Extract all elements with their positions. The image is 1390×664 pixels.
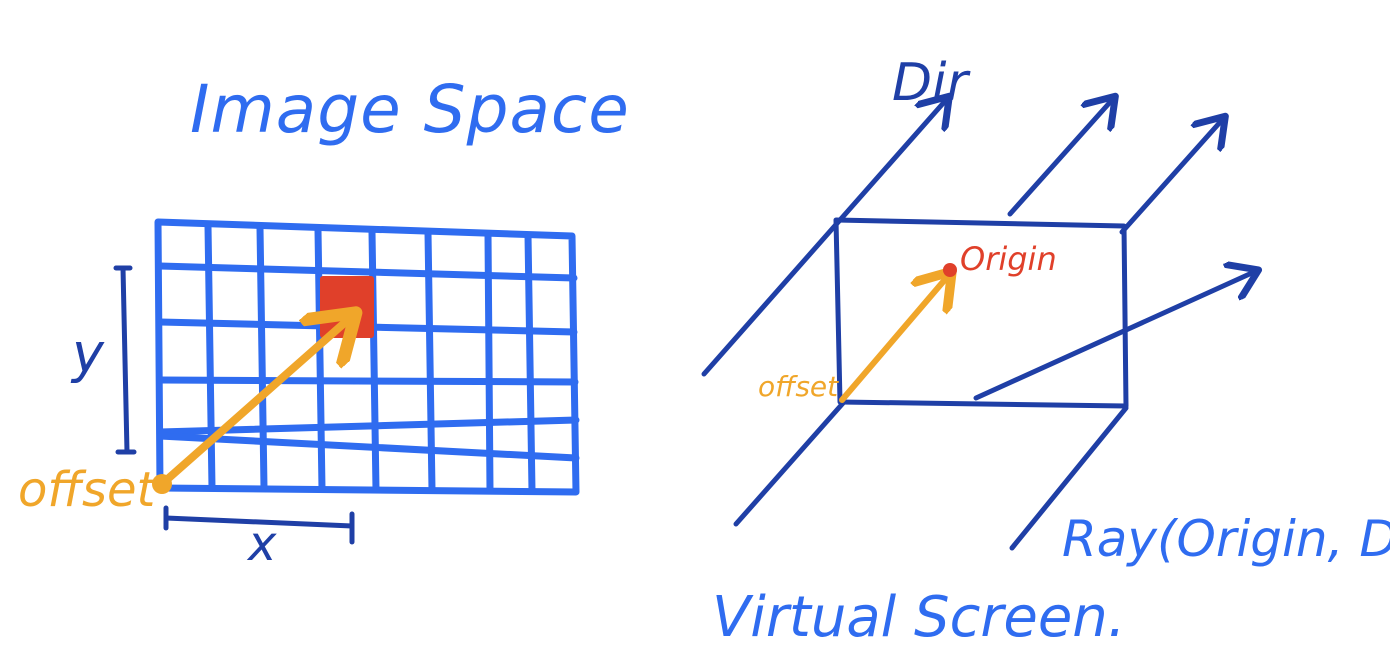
grid-hline: [156, 432, 580, 462]
virtual-screen-title: Virtual Screen.: [712, 585, 1126, 650]
ray-line: [1119, 120, 1222, 235]
grid-hline: [156, 376, 579, 386]
grid-border: [154, 218, 580, 496]
highlighted-pixel: [320, 276, 374, 338]
offset-point: [152, 474, 172, 494]
image-space-panel: Image Space y: [18, 71, 630, 572]
x-dimension-marker: [163, 505, 355, 545]
y-label: y: [70, 322, 105, 385]
offset-label-left: offset: [18, 462, 158, 518]
offset-vector: [158, 318, 350, 488]
grid-hline: [156, 262, 578, 282]
ray-lines: [701, 100, 1254, 551]
ray-line: [973, 272, 1254, 401]
x-label: x: [246, 516, 277, 572]
virtual-screen-rect: [833, 217, 1129, 409]
y-dimension-marker: [113, 265, 137, 455]
image-space-title: Image Space: [190, 71, 630, 148]
dir-label: Dir: [892, 53, 971, 113]
ray-line: [1007, 100, 1112, 217]
ray-label: Ray(Origin, Dir): [1062, 510, 1390, 568]
origin-label: Origin: [960, 240, 1057, 278]
ray-line: [1009, 405, 1129, 551]
virtual-screen-panel: Dir Origin offset Ray(Origin, Dir) Virtu…: [701, 53, 1390, 650]
ray-line: [701, 100, 946, 377]
grid-hline: [156, 416, 580, 436]
offset-label-right: offset: [758, 370, 839, 403]
pixel-grid: [154, 218, 580, 496]
virtual-offset-vector: [839, 276, 948, 403]
origin-point: [943, 263, 957, 277]
ray-line: [733, 399, 847, 527]
